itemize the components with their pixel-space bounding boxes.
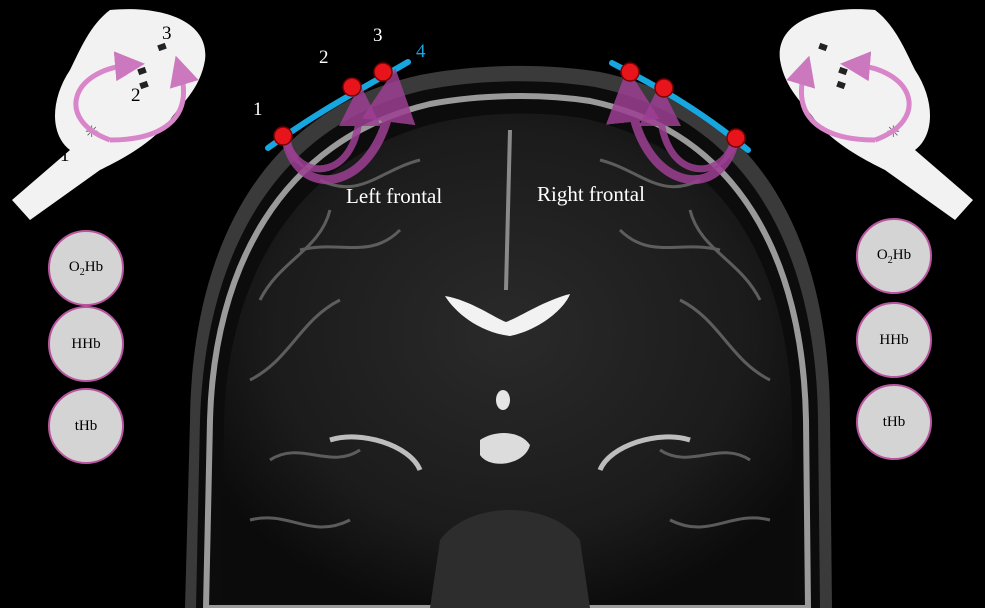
optode-number-2: 2 <box>319 48 329 67</box>
probe-number-3: 3 <box>162 24 172 43</box>
optode-number-3: 3 <box>373 26 383 45</box>
left-o2hb-circle: O2Hb <box>48 230 124 306</box>
hhb-label: HHb <box>879 332 908 349</box>
probe-number-1: 1 <box>60 146 70 165</box>
o2hb-label: O2Hb <box>69 259 103 278</box>
left-hhb-circle: HHb <box>48 306 124 382</box>
probe-number-2: 2 <box>131 86 141 105</box>
right-o2hb-circle: O2Hb <box>856 218 932 294</box>
hhb-label: HHb <box>71 336 100 353</box>
left-thb-circle: tHb <box>48 388 124 464</box>
left-optode-3 <box>374 63 392 81</box>
optode-number-1: 1 <box>253 100 263 119</box>
thb-label: tHb <box>883 414 906 431</box>
left-optode-1 <box>274 127 292 145</box>
right-thb-circle: tHb <box>856 384 932 460</box>
right-optode-1 <box>727 129 745 147</box>
left-probe-device: ✳ <box>12 9 205 220</box>
right-hhb-circle: HHb <box>856 302 932 378</box>
left-optode-2 <box>343 78 361 96</box>
thb-label: tHb <box>75 418 98 435</box>
o2hb-label: O2Hb <box>877 247 911 266</box>
right-frontal-label: Right frontal <box>537 182 645 207</box>
right-probe-device: ✳ <box>780 9 973 220</box>
right-optode-3 <box>621 63 639 81</box>
right-optode-2 <box>655 79 673 97</box>
probe-line-number-4: 4 <box>416 42 426 61</box>
left-frontal-label: Left frontal <box>346 184 442 209</box>
